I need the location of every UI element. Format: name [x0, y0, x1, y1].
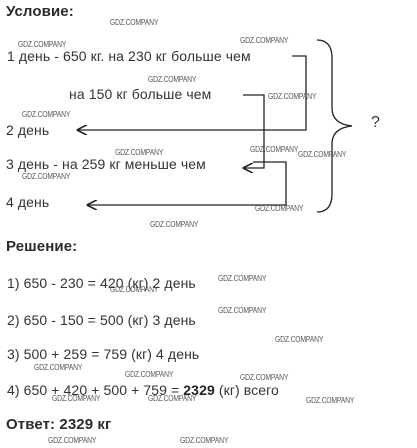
watermark: GDZ.COMPANY	[125, 370, 174, 379]
answer: Ответ: 2329 кг	[6, 416, 111, 433]
solution-step-3: 3) 500 + 259 = 759 (кг) 4 день	[7, 346, 200, 362]
condition-day4: 4 день	[6, 194, 50, 210]
arrow-day1-to-day2	[78, 55, 307, 130]
watermark: GDZ.COMPANY	[22, 172, 71, 181]
watermark: GDZ.COMPANY	[22, 110, 71, 119]
watermark: GDZ.COMPANY	[148, 394, 197, 403]
solution-step-2: 2) 650 - 150 = 500 (кг) 3 день	[7, 312, 196, 328]
solution-step-4: 4) 650 + 420 + 500 + 759 = 2329 (кг) все…	[7, 382, 279, 398]
watermark: GDZ.COMPANY	[34, 363, 83, 372]
watermark: GDZ.COMPANY	[52, 394, 101, 403]
watermark: GDZ.COMPANY	[180, 436, 229, 445]
watermark: GDZ.COMPANY	[306, 396, 355, 405]
step4-total: 2329	[183, 382, 215, 398]
brace	[316, 39, 353, 213]
condition-more-150: на 150 кг больше чем	[69, 86, 212, 102]
watermark: GDZ.COMPANY	[298, 150, 347, 159]
watermark: GDZ.COMPANY	[148, 75, 197, 84]
watermark: GDZ.COMPANY	[115, 148, 164, 157]
condition-day1: 1 день - 650 кг. на 230 кг больше чем	[7, 48, 251, 64]
watermark: GDZ.COMPANY	[240, 373, 289, 382]
arrow-150-to-day3	[243, 94, 265, 168]
solution-step-1: 1) 650 - 230 = 420 (кг) 2 день	[7, 275, 196, 291]
watermark: GDZ.COMPANY	[218, 306, 267, 315]
solution-title: Решение:	[6, 238, 78, 255]
condition-day2: 2 день	[6, 122, 50, 138]
answer-value: 2329 кг	[59, 416, 112, 433]
watermark: GDZ.COMPANY	[110, 285, 159, 294]
watermark: GDZ.COMPANY	[110, 18, 159, 27]
step4-unit: (кг) всего	[214, 382, 279, 398]
watermark: GDZ.COMPANY	[268, 92, 317, 101]
question-mark: ?	[371, 114, 380, 131]
watermark: GDZ.COMPANY	[218, 274, 267, 283]
watermark: GDZ.COMPANY	[250, 145, 299, 154]
watermark: GDZ.COMPANY	[255, 204, 304, 213]
arrow-day3-to-day4	[88, 161, 287, 205]
step4-expression: 4) 650 + 420 + 500 + 759 =	[7, 382, 184, 398]
condition-title: Условие:	[6, 3, 74, 20]
answer-label: Ответ:	[6, 416, 60, 433]
watermark: GDZ.COMPANY	[150, 220, 199, 229]
condition-day3: 3 день - на 259 кг меньше чем	[6, 156, 206, 172]
watermark: GDZ.COMPANY	[48, 436, 97, 445]
watermark: GDZ.COMPANY	[18, 40, 67, 49]
watermark: GDZ.COMPANY	[275, 335, 324, 344]
watermark: GDZ.COMPANY	[240, 36, 289, 45]
